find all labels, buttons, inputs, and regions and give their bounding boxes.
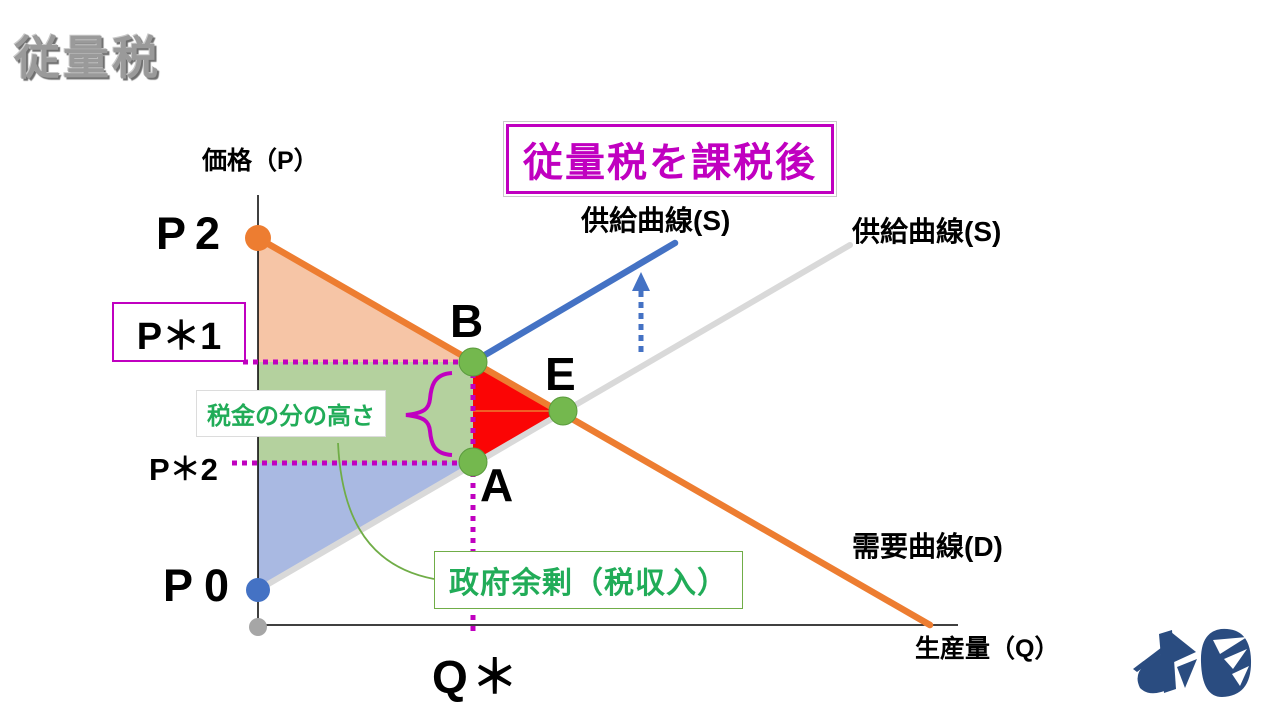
price-p-star1-box: P＊1: [112, 302, 246, 362]
government-surplus-annotation: 政府余剰（税収入）: [434, 551, 743, 609]
tax-height-annotation: 税金の分の高さ: [196, 390, 386, 437]
post-tax-banner: 従量税を課税後: [503, 121, 837, 197]
price-p-star2-label: P＊2: [149, 452, 218, 487]
price-p0-label: P0: [163, 560, 241, 611]
supply-curve-shifted: [469, 239, 679, 366]
price-p2-label: P2: [156, 208, 230, 259]
callout-curve: [337, 442, 435, 580]
tax-brace: [405, 371, 453, 457]
brand-logo-cutouts: [1213, 637, 1249, 686]
quantity-axis-label: 生産量（Q）: [915, 635, 1060, 663]
demand-curve: [254, 234, 934, 629]
price-axis-label: 価格（P）: [202, 147, 319, 175]
quantity-q-star-label: Q＊: [432, 651, 522, 703]
point-a-marker: [458, 447, 488, 477]
point-p2-marker: [245, 225, 271, 251]
slide-title: 従量税: [14, 32, 161, 84]
point-p0-marker: [246, 578, 270, 602]
point-e-label: E: [545, 348, 576, 400]
supply-curve-shifted-label: 供給曲線(S): [581, 205, 731, 236]
origin-marker: [249, 618, 267, 636]
point-e-marker: [548, 396, 578, 426]
brand-logo: [1133, 628, 1252, 697]
point-b-marker: [458, 347, 488, 377]
demand-curve-label: 需要曲線(D): [852, 531, 1003, 562]
deadweight-loss-area: [473, 362, 563, 462]
supply-shift-arrow: [632, 272, 650, 352]
supply-curve-original-label: 供給曲線(S): [852, 216, 1002, 247]
point-b-label: B: [450, 295, 484, 347]
point-a-label: A: [480, 459, 514, 511]
